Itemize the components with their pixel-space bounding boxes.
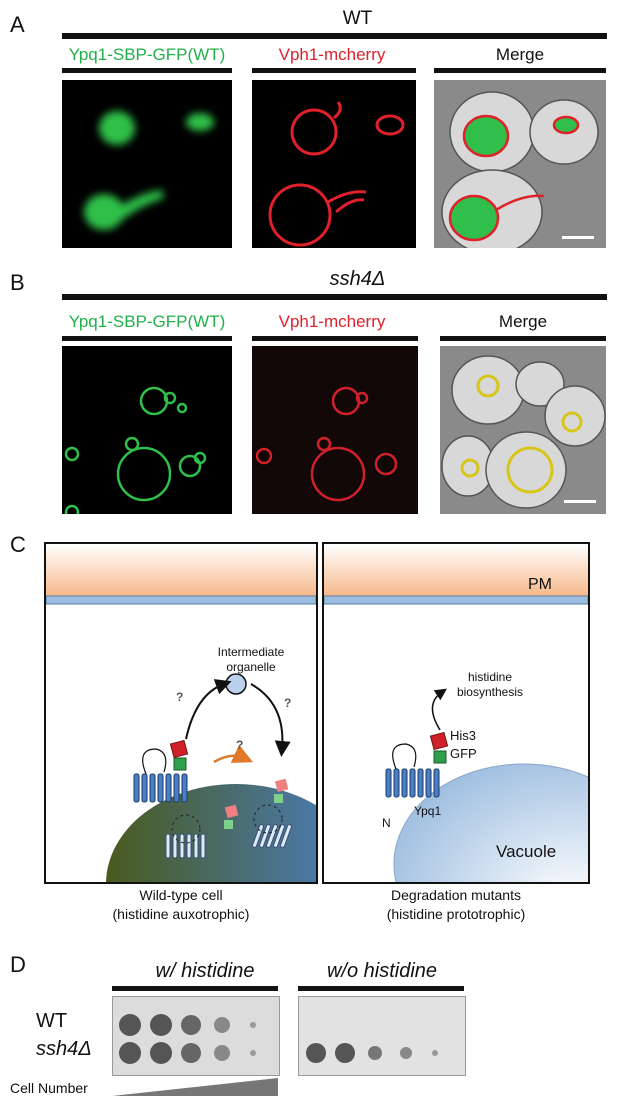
gfp-label: GFP [450, 746, 477, 761]
with-histidine-bar [112, 986, 278, 991]
n-terminus-label: N [382, 816, 391, 830]
panel-b-header-bar [62, 294, 607, 300]
ypq1-label: Ypq1 [414, 804, 442, 818]
caption-wild-type: Wild-type cell (histidine auxotrophic) [112, 887, 250, 922]
panel-b-mcherry-bar [252, 336, 418, 341]
panel-a-merge-label: Merge [495, 45, 545, 64]
panel-letter-c: C [10, 532, 26, 557]
scale-bar-b [564, 500, 596, 503]
panel-a-merge-bar [434, 68, 606, 73]
panel-b-mcherry-label: Vph1-mcherry [278, 312, 386, 331]
panel-a-mcherry-bar [252, 68, 416, 73]
panel-b-merge-bar [440, 336, 606, 341]
panel-a-merge-image [434, 80, 606, 248]
panel-a-gfp-image [62, 80, 232, 248]
question-mark-3: ? [236, 738, 244, 752]
intermediate-organelle-label: Intermediate organelle [217, 645, 285, 674]
condition-without-histidine: w/o histidine [326, 960, 438, 982]
histidine-biosynthesis-label: histidine biosynthesis [456, 670, 524, 699]
diagram-wild-type [44, 542, 318, 884]
without-histidine-bar [298, 986, 464, 991]
question-mark-1: ? [176, 690, 184, 704]
caption-degradation-mutant: Degradation mutants (histidine prototrop… [386, 887, 526, 922]
panel-letter-b: B [10, 270, 25, 295]
panel-a-header: WT [342, 8, 373, 29]
panel-b-gfp-label: Ypq1-SBP-GFP(WT) [68, 312, 226, 331]
plate-with-histidine [112, 996, 280, 1076]
panel-letter-a: A [10, 12, 25, 37]
cell-number-label: Cell Number [10, 1080, 88, 1096]
question-mark-2: ? [284, 696, 292, 710]
strain-ssh4: ssh4Δ [36, 1038, 92, 1060]
cell-number-gradient-wedge [112, 1078, 278, 1098]
panel-letter-d: D [10, 952, 26, 977]
panel-a-mcherry-label: Vph1-mcherry [278, 45, 386, 64]
panel-b-gfp-bar [62, 336, 232, 341]
panel-a-gfp-label: Ypq1-SBP-GFP(WT) [68, 45, 226, 64]
his3-label: His3 [450, 728, 477, 743]
strain-wt: WT [36, 1010, 68, 1032]
diagram-degradation-mutant [322, 542, 590, 884]
panel-b-merge-label: Merge [498, 312, 548, 331]
panel-b-mcherry-image [252, 346, 418, 514]
scale-bar-a [562, 236, 594, 239]
pm-label: PM [528, 576, 552, 593]
panel-b-gfp-image [62, 346, 232, 514]
panel-a-gfp-bar [62, 68, 232, 73]
vacuole-label: Vacuole [496, 842, 557, 861]
condition-with-histidine: w/ histidine [155, 960, 255, 982]
panel-a-header-bar [62, 33, 607, 39]
panel-b-header: ssh4Δ [329, 268, 386, 290]
panel-b-merge-image [440, 346, 606, 514]
panel-a-mcherry-image [252, 80, 416, 248]
plate-without-histidine [298, 996, 466, 1076]
